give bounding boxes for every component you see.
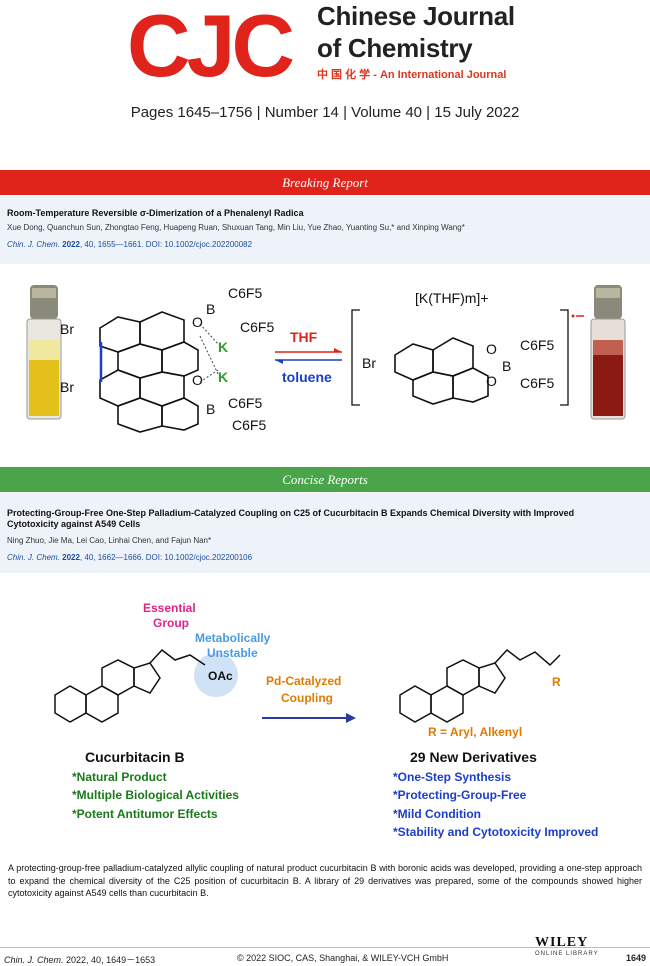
- group-label: Group: [153, 616, 189, 630]
- right-point: *Protecting-Group-Free: [393, 788, 527, 802]
- wiley-logo: WILEY ONLINE LIBRARY: [535, 935, 599, 957]
- r-label: R: [552, 675, 561, 689]
- br-label: Br: [362, 355, 376, 371]
- vial-yellow: [26, 285, 62, 420]
- issue-line: Pages 1645–1756 | Number 14 | Volume 40 …: [130, 104, 520, 121]
- left-point: *Potent Antitumor Effects: [72, 807, 218, 821]
- b-label: B: [206, 401, 215, 417]
- footer-copyright: © 2022 SIOC, CAS, Shanghai, & WILEY-VCH …: [237, 953, 449, 963]
- oac-label: OAc: [208, 669, 233, 683]
- cation-label: [K(THF)m]+: [415, 290, 489, 306]
- article-info-2: [0, 493, 650, 573]
- section-band-breaking: Breaking Report: [0, 170, 650, 195]
- b-label: B: [206, 301, 215, 317]
- article-title-1[interactable]: Room-Temperature Reversible σ-Dimerizati…: [7, 208, 304, 218]
- toluene-label: toluene: [282, 369, 332, 385]
- graphical-abstract-1: Br Br O B O B C6F5 C6F5 C6F5 C6F5 K K TH…: [26, 285, 626, 433]
- footer-citation: Chin. J. Chem. 2022, 40, 1649－1653: [4, 955, 156, 965]
- graphical-abstract-2: Essential Group Metabolically Unstable O…: [54, 601, 598, 839]
- o-label: O: [192, 372, 203, 388]
- br-label: Br: [60, 379, 74, 395]
- cucurbitacin-name: Cucurbitacin B: [85, 749, 185, 765]
- br-label: Br: [60, 321, 74, 337]
- pd-catalyzed-label: Pd-Catalyzed: [266, 674, 341, 688]
- vial-red: [590, 285, 626, 420]
- left-point: *Natural Product: [72, 770, 167, 784]
- c6f5-label: C6F5: [520, 375, 554, 391]
- k-label: K: [218, 339, 228, 355]
- logo-text: CJC: [127, 2, 293, 82]
- article-authors-1: Xue Dong, Quanchun Sun, Zhongtao Feng, H…: [7, 223, 465, 232]
- derivatives-name: 29 New Derivatives: [410, 749, 537, 765]
- coupling-label: Coupling: [281, 691, 333, 705]
- o-label: O: [486, 373, 497, 389]
- right-point: *Mild Condition: [393, 807, 481, 821]
- journal-title-line2: of Chemistry: [317, 33, 473, 63]
- c6f5-label: C6F5: [520, 337, 554, 353]
- c6f5-label: C6F5: [228, 285, 262, 301]
- abstract-text: A protecting-group-free palladium-cataly…: [8, 863, 642, 898]
- r-definition: R = Aryl, Alkenyl: [428, 725, 522, 739]
- thf-label: THF: [290, 329, 318, 345]
- section-band-concise: Concise Reports: [0, 467, 650, 492]
- footer-divider: [0, 947, 650, 948]
- article-title-2[interactable]: Protecting-Group-Free One-Step Palladium…: [7, 508, 575, 529]
- cjc-logo: CJC: [127, 2, 297, 82]
- k-label: K: [218, 369, 228, 385]
- right-point: *One-Step Synthesis: [393, 770, 511, 784]
- c6f5-label: C6F5: [240, 319, 274, 335]
- radical-structure: [394, 337, 489, 405]
- journal-subtitle: 中 国 化 学 - An International Journal: [317, 69, 507, 81]
- o-label: O: [192, 314, 203, 330]
- metabolically-label: Metabolically: [195, 631, 271, 645]
- essential-label: Essential: [143, 601, 196, 615]
- article-authors-2: Ning Zhuo, Jie Ma, Lei Cao, Linhai Chen,…: [7, 536, 212, 545]
- unstable-label: Unstable: [207, 646, 258, 660]
- dimer-structure: [99, 311, 199, 433]
- c6f5-label: C6F5: [228, 395, 262, 411]
- article-info-1: [0, 196, 650, 264]
- article-citation-1[interactable]: Chin. J. Chem. 2022, 40, 1655—1661. DOI:…: [7, 240, 253, 249]
- article-citation-2[interactable]: Chin. J. Chem. 2022, 40, 1662—1666. DOI:…: [7, 553, 253, 562]
- c6f5-label: C6F5: [232, 417, 266, 433]
- o-label: O: [486, 341, 497, 357]
- left-point: *Multiple Biological Activities: [72, 788, 239, 802]
- right-point: *Stability and Cytotoxicity Improved: [393, 825, 598, 839]
- cucurbitacin-b-structure: [54, 648, 206, 723]
- journal-title-line1: Chinese Journal: [317, 1, 515, 31]
- derivative-structure: [399, 648, 561, 723]
- page-number: 1649: [626, 953, 647, 963]
- unstable-highlight: [194, 653, 238, 697]
- b-label: B: [502, 358, 511, 374]
